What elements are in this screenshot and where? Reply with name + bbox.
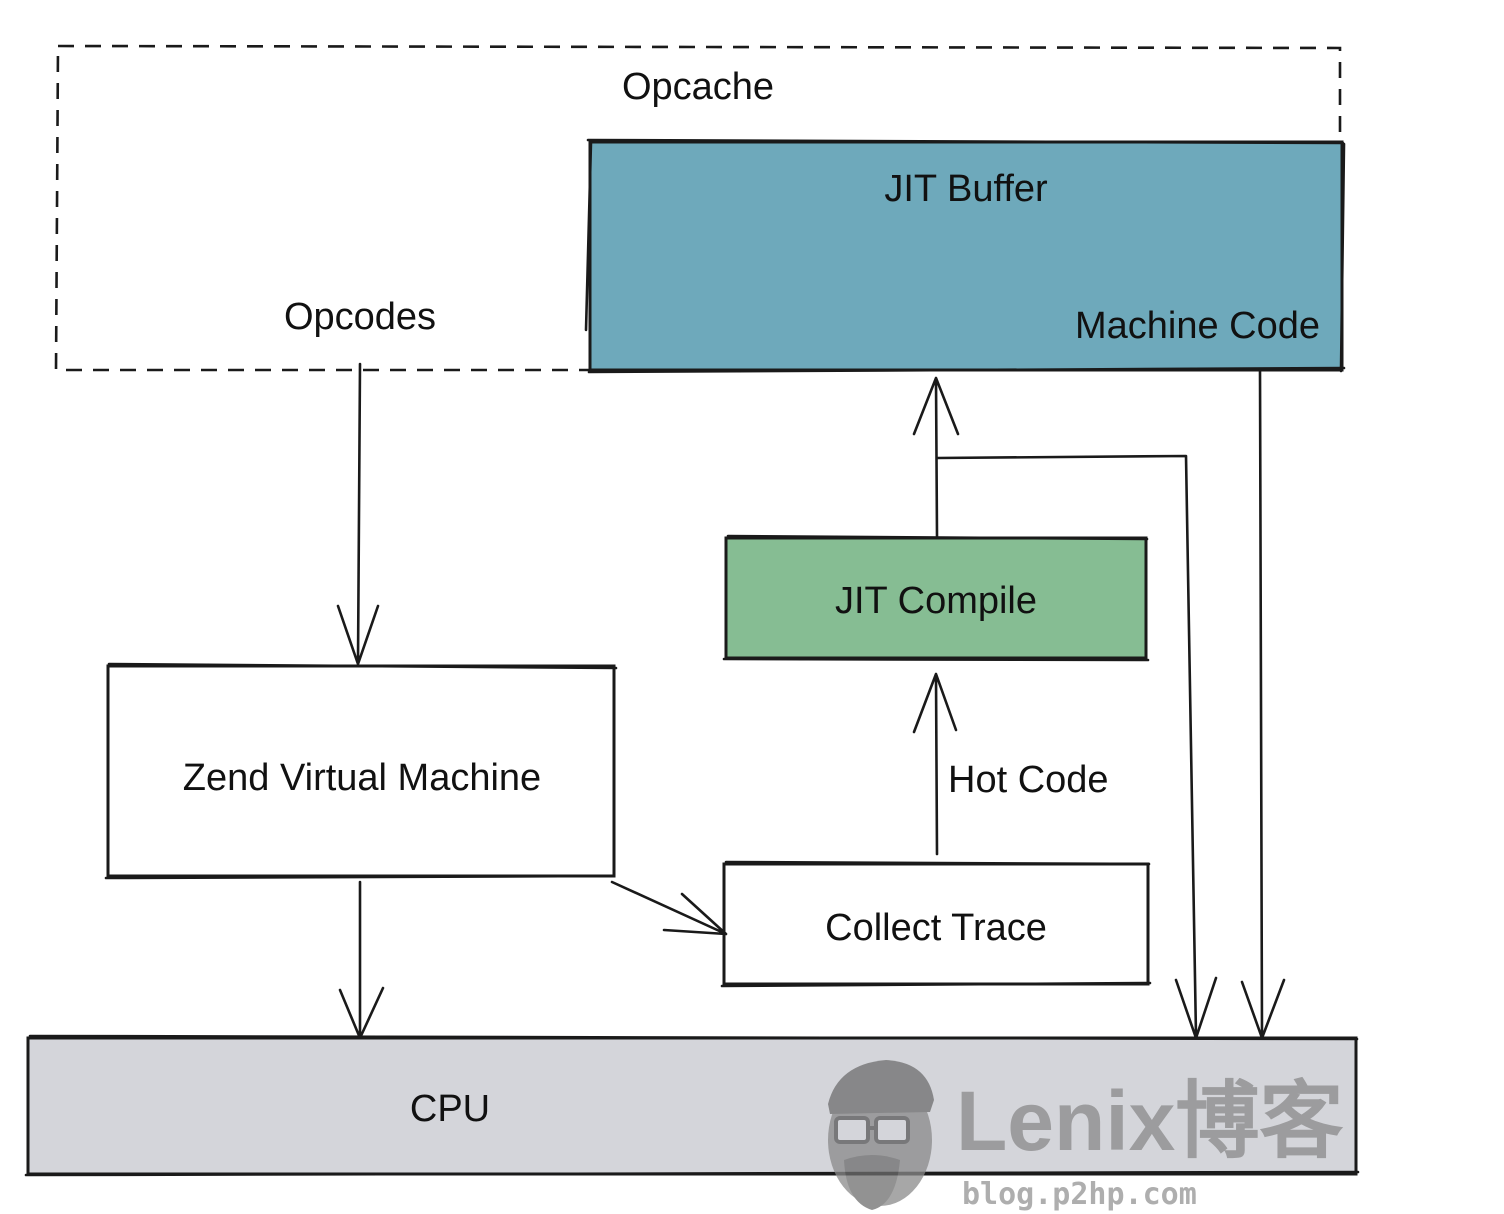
hot-code-label: Hot Code xyxy=(948,759,1109,801)
arrow-machine-code-to-cpu xyxy=(1240,368,1286,1040)
collect-trace-box: Collect Trace xyxy=(720,860,1152,988)
jit-compile-box: JIT Compile xyxy=(722,534,1150,662)
watermark-url: blog.p2hp.com xyxy=(962,1177,1197,1212)
arrows: Hot Code xyxy=(336,362,1286,1040)
arrow-jit-compile-to-cpu xyxy=(935,454,1218,1040)
jit-buffer-box: JIT Buffer Machine Code xyxy=(584,138,1346,374)
arrow-opcodes-to-zend-vm xyxy=(336,362,380,666)
jit-compile-rect xyxy=(724,536,1148,660)
collect-trace-label: Collect Trace xyxy=(825,907,1047,949)
arrow-zend-vm-to-collect-trace xyxy=(610,880,728,936)
opcodes-label: Opcodes xyxy=(284,296,436,338)
watermark-brand: Lenix博客 xyxy=(956,1074,1343,1168)
zend-vm-box: Zend Virtual Machine xyxy=(104,662,618,880)
jit-compile-label: JIT Compile xyxy=(835,580,1037,622)
opcache-label: Opcache xyxy=(622,66,774,108)
jit-buffer-label: JIT Buffer xyxy=(884,168,1048,210)
machine-code-label: Machine Code xyxy=(1075,305,1320,347)
arrow-collect-trace-to-jit-compile xyxy=(912,672,958,856)
arrow-zend-vm-to-cpu xyxy=(338,880,385,1040)
cpu-rect xyxy=(26,1036,1358,1176)
cpu-box: CPU xyxy=(24,1034,1360,1177)
watermark: Lenix博客 blog.p2hp.com xyxy=(828,1060,1343,1212)
bearded-glasses-face-icon xyxy=(828,1060,934,1210)
cpu-label: CPU xyxy=(410,1088,490,1130)
zend-vm-label: Zend Virtual Machine xyxy=(183,757,541,799)
